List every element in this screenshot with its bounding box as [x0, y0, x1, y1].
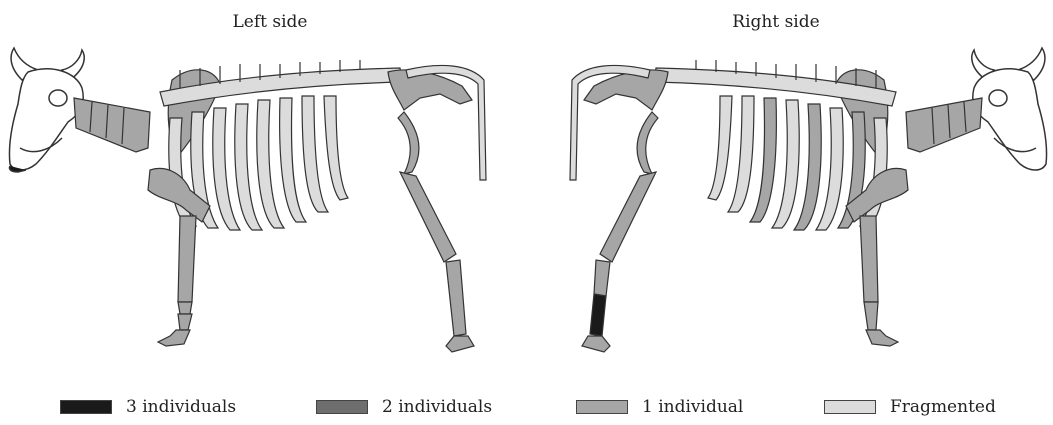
left-hind-leg	[446, 260, 474, 352]
left-fore-hoof	[158, 330, 190, 346]
legend-swatch	[60, 400, 112, 414]
left-pelvis-femur	[388, 70, 472, 262]
left-skull	[9, 48, 84, 172]
legend-label: 3 individuals	[126, 397, 236, 417]
right-side-skeleton	[556, 40, 1053, 360]
legend: 3 individuals 2 individuals 1 individual…	[0, 397, 1053, 423]
legend-label: 1 individual	[642, 397, 743, 417]
right-cervical-vertebrae	[906, 98, 982, 152]
legend-swatch	[824, 400, 876, 414]
right-side-title: Right side	[676, 12, 876, 32]
legend-item-fragmented: Fragmented	[824, 397, 996, 417]
legend-item-1-individual: 1 individual	[576, 397, 743, 417]
right-fore-leg	[864, 302, 898, 346]
left-side-title: Left side	[170, 12, 370, 32]
legend-item-3-individuals: 3 individuals	[60, 397, 236, 417]
left-side-skeleton	[0, 40, 500, 360]
right-pelvis-femur	[584, 70, 668, 262]
legend-swatch	[576, 400, 628, 414]
legend-swatch	[316, 400, 368, 414]
left-cervical-vertebrae	[74, 98, 150, 152]
legend-item-2-individuals: 2 individuals	[316, 397, 492, 417]
right-hind-leg	[582, 260, 610, 352]
left-fore-cannon	[178, 302, 192, 330]
legend-label: Fragmented	[890, 397, 996, 417]
right-skull	[972, 48, 1047, 170]
legend-label: 2 individuals	[382, 397, 492, 417]
